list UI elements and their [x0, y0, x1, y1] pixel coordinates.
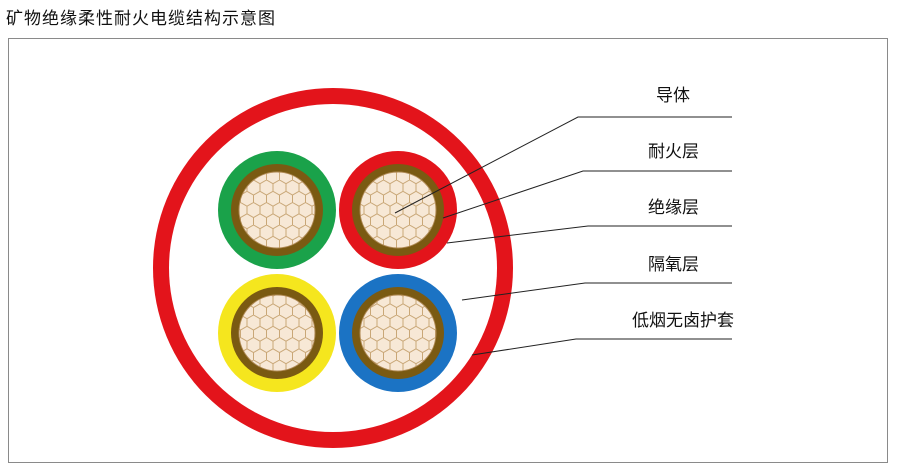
conductor [359, 294, 437, 372]
leader-line-1 [394, 116, 732, 214]
layer-label-1: 导体 [656, 86, 690, 106]
oxygen-barrier-filler [169, 104, 497, 432]
core-green [218, 151, 336, 269]
leader-line-4 [461, 282, 732, 301]
layer-label-4: 隔氧层 [648, 255, 699, 275]
conductor [238, 171, 316, 249]
core-yellow [218, 274, 336, 392]
leader-line-5 [471, 338, 732, 356]
core-red [339, 151, 457, 269]
layer-label-5: 低烟无卤护套 [632, 311, 734, 331]
leader-lines [394, 116, 732, 356]
diagram-frame [8, 38, 888, 463]
layer-label-2: 耐火层 [648, 142, 699, 162]
layer-label-3: 绝缘层 [648, 198, 699, 218]
conductor [359, 171, 437, 249]
conductor [238, 294, 316, 372]
leader-line-3 [446, 225, 732, 244]
page-title: 矿物绝缘柔性耐火电缆结构示意图 [6, 9, 276, 29]
leader-line-2 [442, 170, 732, 219]
cable-section [153, 88, 513, 448]
core-blue [339, 274, 457, 392]
